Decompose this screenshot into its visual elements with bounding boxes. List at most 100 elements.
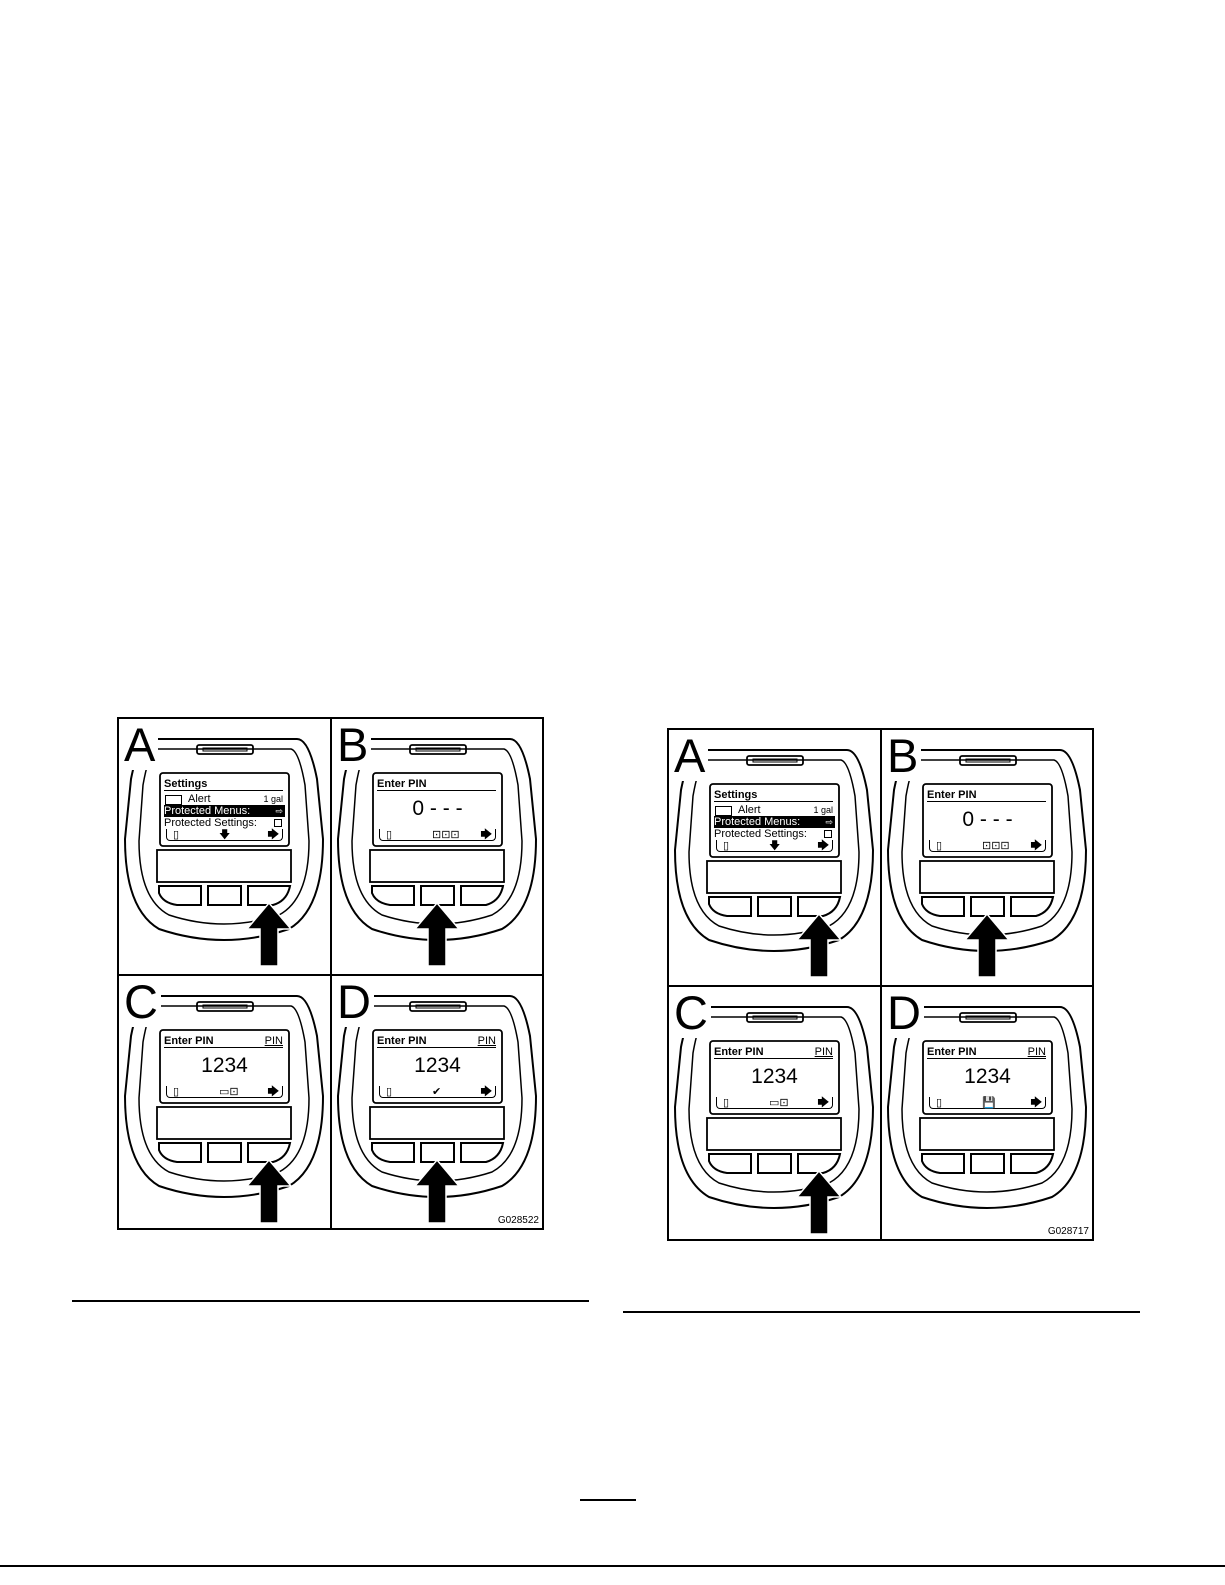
menu-row[interactable]: Protected Settings: (714, 828, 835, 840)
device-body (673, 749, 875, 952)
action-icon: 🡇 (219, 829, 231, 841)
panel-divider-vertical (330, 719, 332, 1228)
pin-label: PIN (264, 1035, 283, 1047)
softkey-button-2[interactable] (207, 885, 242, 906)
softkey-button-1[interactable] (158, 885, 202, 906)
indicator-light-inner (752, 1015, 798, 1020)
softkey-button-1[interactable] (921, 1153, 965, 1174)
menu-row[interactable]: Protected Menus:⇨ (164, 805, 285, 817)
softkey-button-1[interactable] (158, 1142, 202, 1163)
softkey-button-1[interactable] (921, 896, 965, 917)
indicator-light (409, 1001, 467, 1012)
softkey-bar: ▯💾🡆 (929, 1097, 1046, 1109)
indicator-light-inner (415, 747, 461, 752)
menu-row[interactable]: Alert 1 gal (714, 804, 835, 816)
pin-value: 1234 (964, 1065, 1011, 1088)
lcd-screen-frame (159, 1029, 290, 1104)
panel-letter: C (674, 989, 711, 1038)
menu-row[interactable]: Protected Menus: ⇨ (714, 816, 835, 828)
softkey-button-2[interactable] (970, 1153, 1005, 1174)
device-body (886, 1006, 1088, 1209)
softkey-bar: ▯✔🡆 (379, 1086, 496, 1098)
softkey-button-1[interactable] (708, 1153, 752, 1174)
indicator-light (959, 755, 1017, 766)
softkey-button-3[interactable] (797, 896, 842, 917)
menu-row[interactable]: Protected Settings: (164, 817, 285, 829)
screen-title-text: Enter PIN (927, 789, 977, 801)
footer-rule (0, 1565, 1225, 1567)
lcd-screen-frame (709, 1040, 840, 1115)
figure-id: G028717 (1047, 1226, 1089, 1237)
next-arrow-icon: 🡆 (817, 840, 829, 852)
softkey-button-3[interactable] (247, 885, 292, 906)
softkey-button-2[interactable] (970, 896, 1005, 917)
softkey-button-1[interactable] (371, 1142, 415, 1163)
panel-letter: A (124, 721, 159, 770)
softkey-button-3[interactable] (460, 885, 505, 906)
next-arrow-icon: 🡆 (267, 1086, 279, 1098)
device-body (123, 738, 325, 941)
checkbox-icon (274, 819, 282, 827)
softkey-button-1[interactable] (371, 885, 415, 906)
lower-display-window (919, 1117, 1055, 1151)
panel-letter: C (124, 978, 161, 1027)
softkey-button-3[interactable] (1010, 896, 1055, 917)
menu-row-label: Protected Settings: (714, 828, 807, 840)
panel-letter: D (887, 989, 924, 1038)
device-bezel (688, 1016, 860, 1193)
device-bezel (138, 1005, 310, 1182)
lower-display-window (369, 849, 505, 883)
figure-id: G028522 (497, 1215, 539, 1226)
softkey-button-2[interactable] (757, 1153, 792, 1174)
menu-row-label: Protected Menus: (714, 816, 801, 828)
indicator-light-inner (202, 1004, 248, 1009)
controller-device (336, 738, 538, 967)
pin-value: 1234 (201, 1054, 248, 1077)
softkey-button-2[interactable] (757, 896, 792, 917)
screen-title: Settings (714, 789, 833, 802)
softkey-bar: ▯⊡⊡⊡🡆 (379, 829, 496, 841)
press-arrow-icon (413, 901, 461, 967)
menu-row-value: 1 gal (263, 794, 283, 804)
softkey-button-2[interactable] (420, 885, 455, 906)
lower-display-window (706, 860, 842, 894)
menu-row-label: Alert (738, 804, 761, 816)
device-bezel (688, 759, 860, 936)
softkey-button-2[interactable] (420, 1142, 455, 1163)
softkey-button-2[interactable] (207, 1142, 242, 1163)
lower-display-window (706, 1117, 842, 1151)
screen-title-text: Settings (164, 778, 208, 790)
pin-label: PIN (477, 1035, 496, 1047)
softkey-button-3[interactable] (460, 1142, 505, 1163)
lcd-screen-frame (709, 783, 840, 858)
menu-row-value: 1 gal (813, 805, 833, 815)
press-arrow-icon (413, 1158, 461, 1224)
device-body (673, 1006, 875, 1209)
softkey-button-3[interactable] (247, 1142, 292, 1163)
lower-display-window (369, 1106, 505, 1140)
lcd-screen-frame (159, 772, 290, 847)
press-arrow-icon (795, 1169, 843, 1235)
screen-title-text: Settings (714, 789, 758, 801)
next-arrow-icon: 🡆 (267, 829, 279, 841)
screen-title-text: Enter PIN (714, 1046, 764, 1058)
tank-icon (715, 806, 732, 816)
controller-device (673, 1006, 875, 1235)
softkey-button-3[interactable] (1010, 1153, 1055, 1174)
controller-device (123, 995, 325, 1224)
indicator-light (959, 1012, 1017, 1023)
softkey-button-1[interactable] (708, 896, 752, 917)
action-icon: 🡇 (769, 840, 781, 852)
softkey-button-3[interactable] (797, 1153, 842, 1174)
menu-row-value: ⇨ (825, 817, 833, 827)
pin-value: 0 - - - (412, 797, 463, 820)
screen-title-text: Enter PIN (377, 778, 427, 790)
